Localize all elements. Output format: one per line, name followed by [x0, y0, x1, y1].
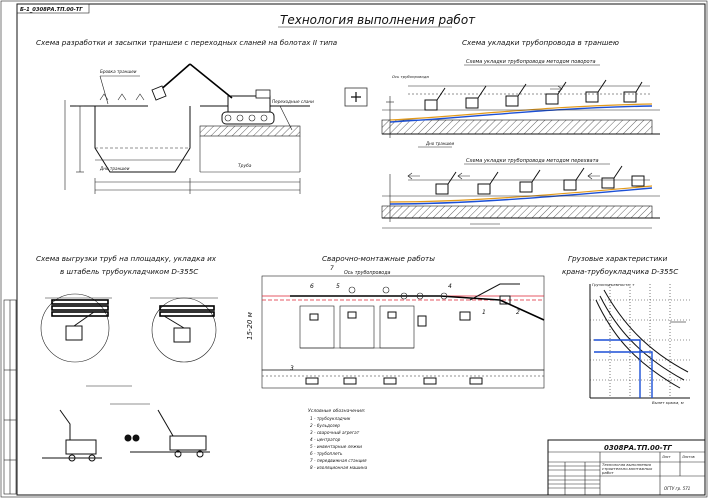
laying-scheme-1: Ось трубопровода Дно траншеи [381, 74, 660, 148]
laying-trench-label: Дно траншеи [425, 141, 455, 146]
stamp-org: ОГТУ гр. 571 [664, 486, 690, 491]
welding-markers [348, 286, 448, 300]
sheet-inner-frame [16, 3, 706, 496]
title-block: 0308РА.ТП.00-ТГ Технология выполнения ст… [547, 439, 706, 496]
load-axis-y: Грузоподъемность, т [592, 282, 635, 287]
legend-title: Условные обозначения: [308, 408, 366, 414]
main-title: Технология выполнения работ [280, 13, 476, 27]
welding-drawing: Ось трубопровода 15-20 м [246, 270, 545, 389]
laying-scheme-2 [381, 165, 660, 229]
stamp-title-3: работ [601, 470, 614, 475]
laying-sub1: Схема укладки трубопровода методом повор… [466, 59, 596, 65]
trench-label-bottom: Дно траншеи [99, 166, 130, 171]
trench-drawing: Бровка траншеи Переходные слани Труба Дн… [64, 63, 314, 194]
laying-sub2: Схема укладки трубопровода методом перех… [466, 158, 599, 164]
legend-item-1: 1 - трубоукладчик [310, 416, 351, 421]
load-title-2: крана-трубоукладчика D-355C [562, 267, 678, 276]
stamp-title-2: строительно-монтажных [602, 466, 653, 471]
legend-item-4: 4 - центратор [310, 437, 341, 442]
excavator-icon [151, 63, 275, 125]
welding-num-2: 2 [516, 309, 520, 316]
unloading-title-2: в штабель трубоукладчиком D-355C [60, 267, 198, 276]
corner-stamp-text: Б-1_0308РА.ТП.00-ТГ [20, 7, 83, 13]
welding-num-4: 4 [448, 283, 452, 290]
trench-label-slab: Переходные слани [272, 99, 314, 104]
laying-axis-label: Ось трубопровода [392, 74, 429, 79]
welding-axis-label: Ось трубопровода [344, 270, 391, 276]
trench-label-ground: Бровка траншеи [100, 69, 137, 74]
unloading-drawing [40, 293, 218, 462]
corner-stamp [16, 3, 90, 14]
stamp-title-1: Технология выполнения [602, 462, 652, 467]
stamp-code: 0308РА.ТП.00-ТГ [604, 444, 672, 452]
legend-item-2: 2 - бульдозер [310, 423, 340, 428]
load-title-1: Грузовые характеристики [568, 254, 668, 263]
legend-item-3: 3 - сварочный агрегат [310, 430, 360, 435]
welding-num-7: 7 [330, 265, 334, 272]
unloading-title-1: Схема выгрузки труб на площадку, укладка… [36, 254, 217, 263]
welding-side-dim: 15-20 м [246, 311, 254, 340]
transit-slab [199, 125, 301, 137]
welding-num-3: 3 [290, 365, 294, 372]
load-axis-x: Вылет крюка, м [652, 400, 684, 405]
laying-title: Схема укладки трубопровода в траншею [462, 38, 619, 47]
welding-numbers: 1 2 3 4 5 6 7 [290, 265, 520, 372]
welding-legend: Условные обозначения: 1 - трубоукладчик … [308, 408, 368, 470]
welding-num-5: 5 [336, 283, 340, 290]
trench-label-pipe: Труба [238, 163, 252, 169]
legend-item-7: 7 - передвижная станция [310, 458, 367, 463]
load-chart: Грузоподъемность, т Вылет крюка, м [589, 282, 690, 405]
welding-num-1: 1 [482, 309, 486, 316]
stamp-sheet: Лист [661, 455, 672, 459]
welding-title: Сварочно-монтажные работы [322, 254, 435, 263]
stamp-sheets: Листов [681, 455, 695, 459]
legend-item-8: 8 - изоляционная машина [310, 465, 368, 470]
legend-item-5: 5 - инвентарные лежки [310, 444, 362, 449]
plus-icon [351, 92, 361, 102]
legend-item-6: 6 - трубоплеть [310, 451, 343, 456]
trench-title: Схема разработки и засыпки траншеи с пер… [36, 38, 337, 47]
welding-num-6: 6 [310, 283, 314, 290]
